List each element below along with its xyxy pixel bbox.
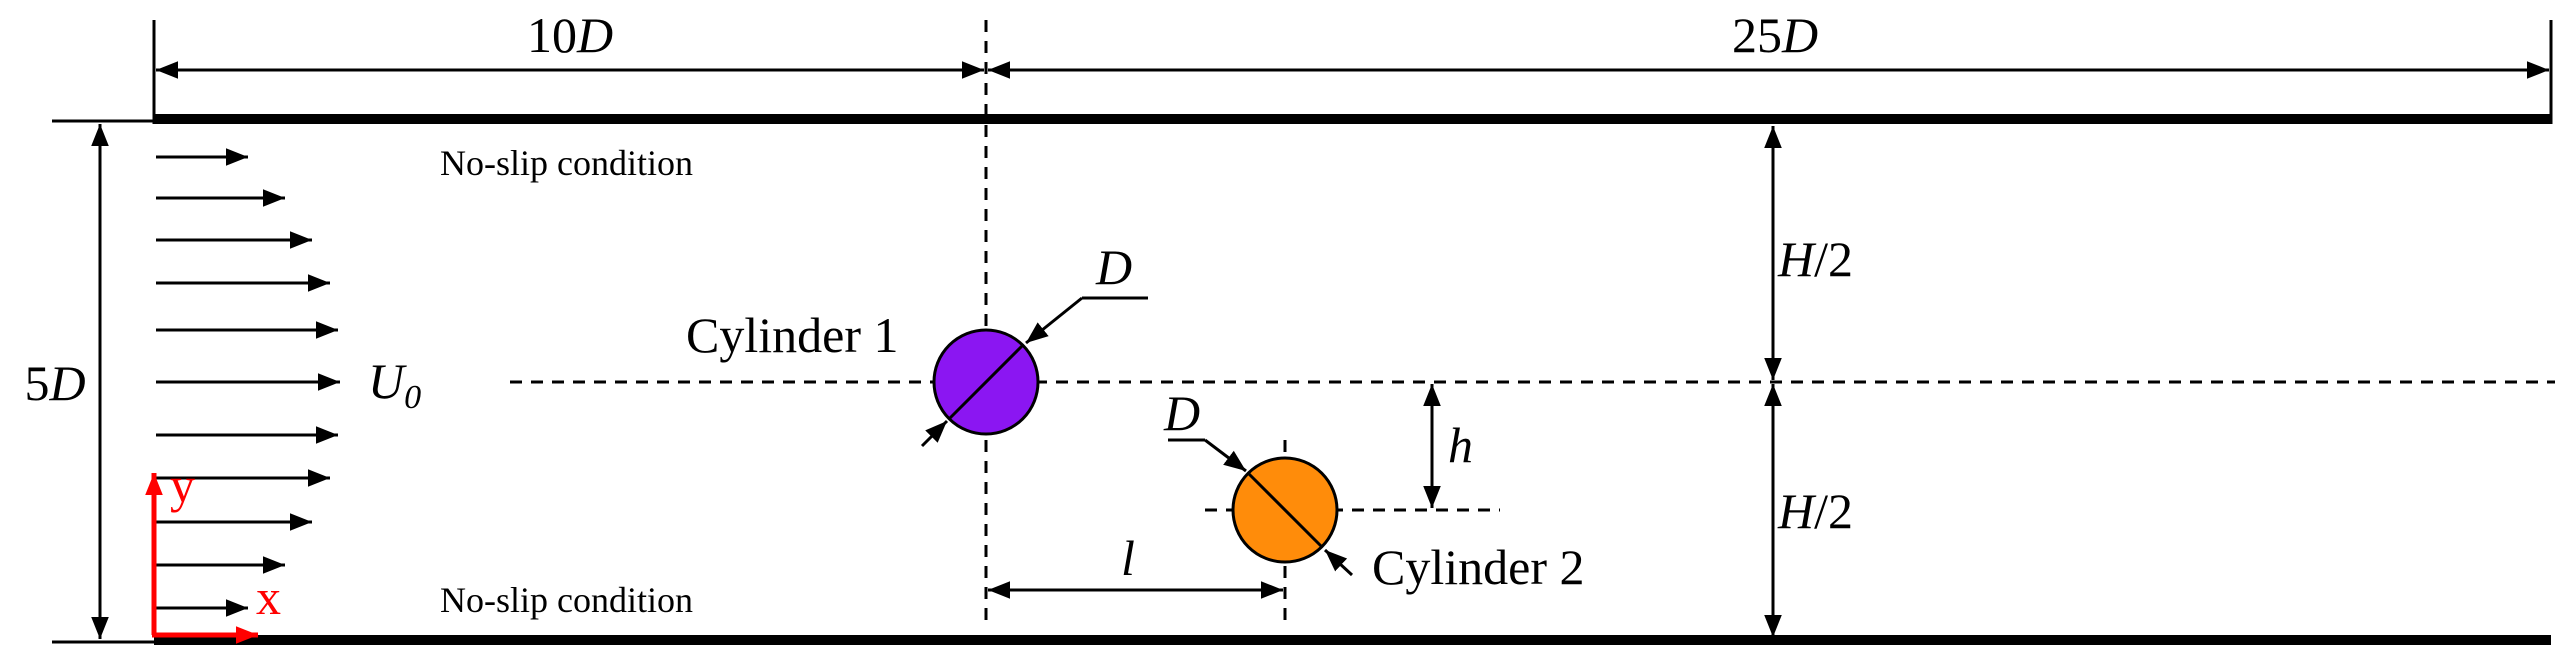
cylinder-2-diameter-arrow-lower (1323, 548, 1354, 577)
cylinder-2-label: Cylinder 2 (1372, 539, 1584, 595)
cylinder-1-diameter-leader (1025, 296, 1083, 345)
half-height-bottom-label: H/2 (1777, 483, 1853, 539)
y-axis-label: y (170, 457, 195, 513)
gap-label: h (1448, 417, 1473, 473)
inlet-velocity-profile (156, 148, 340, 617)
outlet-length-label: 25D (1732, 7, 1818, 63)
inflow-velocity-label: U0 (368, 353, 421, 416)
half-height-top-label: H/2 (1777, 231, 1853, 287)
top-wall (154, 114, 2551, 124)
channel-height-label: 5D (24, 355, 85, 411)
spacing-label: l (1121, 530, 1135, 586)
cylinder-2-diameter-line (1247, 472, 1324, 549)
coordinate-axes: y x (145, 457, 281, 644)
cylinder-1-diameter-label: D (1095, 239, 1132, 295)
x-axis-label: x (256, 569, 281, 625)
bottom-wall-condition-label: No-slip condition (440, 580, 693, 620)
bottom-wall (154, 635, 2551, 645)
cylinder-2-diameter-leader (1204, 438, 1247, 473)
cylinder-1-diameter-line (947, 343, 1025, 421)
top-wall-condition-label: No-slip condition (440, 143, 693, 183)
cylinder-2-diameter-label: D (1163, 385, 1200, 441)
cylinder-1-label: Cylinder 1 (686, 307, 898, 363)
cylinder-1-diameter-arrow-lower (920, 419, 949, 448)
inlet-length-label: 10D (527, 7, 613, 63)
